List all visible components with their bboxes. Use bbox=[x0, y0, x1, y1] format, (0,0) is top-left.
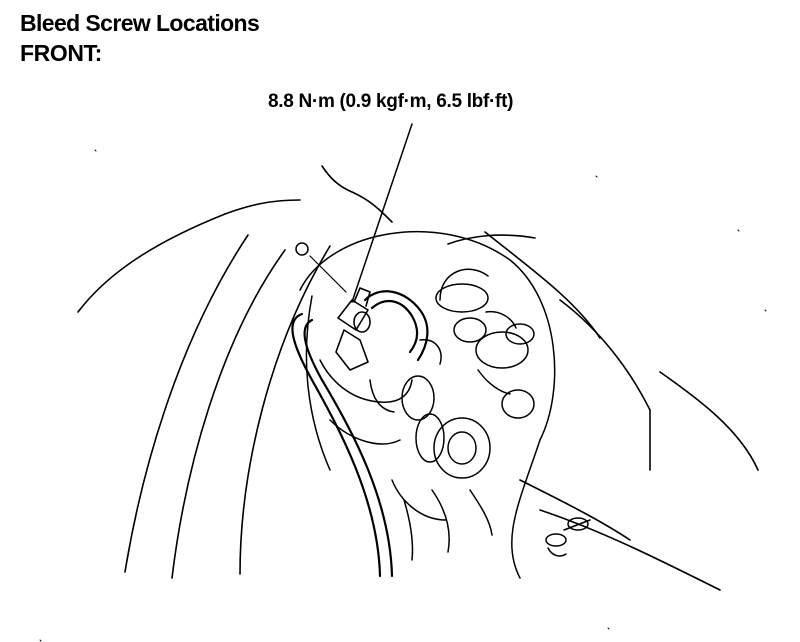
lower-bolts bbox=[545, 517, 591, 557]
bleed-screw bbox=[335, 287, 371, 371]
view-label: FRONT: bbox=[20, 40, 102, 66]
steering-knuckle bbox=[403, 268, 535, 561]
brake-rotor bbox=[299, 230, 556, 579]
bleed-screw-cap bbox=[295, 242, 347, 293]
print-marks bbox=[39, 149, 767, 642]
page-title: Bleed Screw Locations bbox=[20, 10, 260, 36]
brake-caliper bbox=[319, 339, 447, 521]
strut-outline bbox=[321, 165, 759, 591]
torque-callout-label: 8.8 N·m (0.9 kgf·m, 6.5 lbf·ft) bbox=[268, 91, 514, 112]
fender-outline bbox=[77, 199, 331, 579]
callout-leader-line bbox=[351, 123, 413, 303]
brake-hose bbox=[291, 290, 429, 578]
